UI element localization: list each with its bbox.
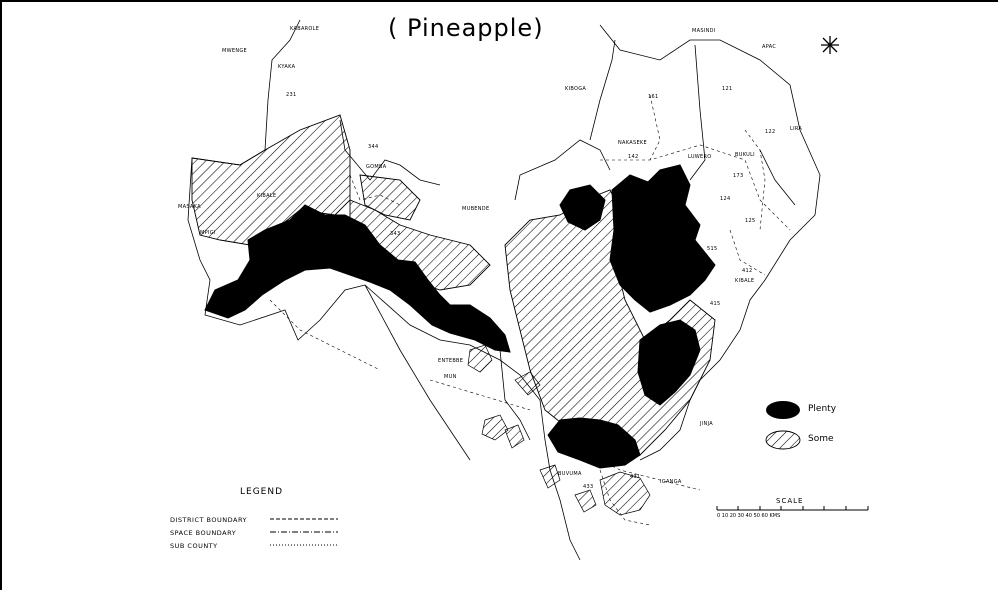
map-title: ( Pineapple) (388, 14, 544, 42)
legend-item-sub-county: SUB COUNTY (170, 542, 218, 550)
label-iganga: IGANGA (660, 479, 682, 485)
label-173: 173 (733, 173, 743, 179)
label-125: 125 (745, 218, 755, 224)
label-344: 344 (368, 144, 378, 150)
plenty-production-areas (204, 164, 716, 469)
label-kibale: KIBALE (257, 193, 276, 199)
label-mwenge: MWENGE (222, 48, 247, 54)
label-415: 415 (710, 301, 720, 307)
legend-line-samples (270, 518, 338, 546)
label-entebbe: ENTEBBE (438, 358, 463, 364)
label-mun: MUN (444, 374, 457, 380)
label-kyaka: KYAKA (278, 64, 296, 70)
label-161: 161 (648, 94, 658, 100)
label-jinja: JINJA (699, 421, 713, 427)
label-bukuli: BUKULI (735, 152, 755, 158)
label-gomba: GOMBA (366, 164, 387, 170)
lake-islands (467, 344, 651, 516)
label-124: 124 (720, 196, 730, 202)
label-kiboga: KIBOGA (565, 86, 586, 92)
key-some-swatch (765, 430, 801, 450)
label-431: 431 (630, 474, 640, 480)
label-apac: APAC (762, 44, 776, 50)
legend-title: LEGEND (240, 487, 284, 497)
scale-tick-labels: 0 10 20 30 40 50 60 KMS (717, 513, 781, 519)
label-kabarole: KABAROLE (290, 26, 319, 32)
label-lira: LIRA (790, 126, 802, 132)
label-121: 121 (722, 86, 732, 92)
label-122: 122 (765, 129, 775, 135)
legend-item-space-boundary: SPACE BOUNDARY (170, 529, 237, 537)
label-mpigi: MPIGI (200, 230, 216, 236)
label-luwero: LUWERO (688, 154, 712, 160)
label-nakaseke: NAKASEKE (618, 140, 647, 146)
key-plenty-swatch (766, 401, 800, 419)
label-masindi: MASINDI (692, 28, 716, 34)
label-masaka: MASAKA (178, 204, 201, 210)
label-231: 231 (286, 92, 296, 98)
label-mubende: MUBENDE (462, 206, 489, 212)
scale-title: SCALE (776, 497, 804, 505)
district-boundaries (187, 19, 821, 561)
label-142: 142 (628, 154, 638, 160)
label-kibale-east: KIBALE (735, 278, 754, 284)
label-343: 343 (390, 231, 400, 237)
label-433: 433 (583, 484, 593, 490)
key-plenty-label: Plenty (808, 404, 837, 414)
asterisk-icon (821, 36, 839, 54)
label-412: 412 (742, 268, 752, 274)
label-261: 261 (346, 244, 356, 250)
scale-bar (716, 506, 869, 511)
label-515: 515 (707, 246, 717, 252)
legend-item-district-boundary: DISTRICT BOUNDARY (170, 516, 248, 524)
key-some-label: Some (808, 434, 834, 444)
label-buvuma: BUVUMA (558, 471, 582, 477)
place-labels: KABAROLE MWENGE KYAKA 231 KIBALE 344 GOM… (178, 26, 802, 490)
